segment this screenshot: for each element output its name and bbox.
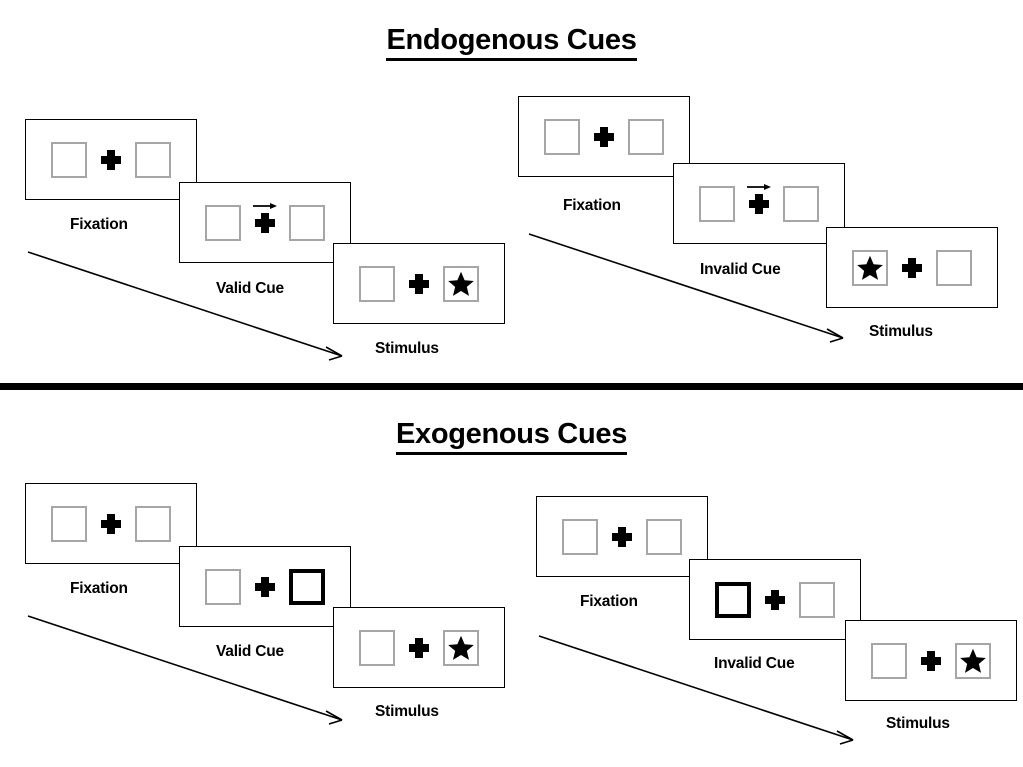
trial-frame-exogenous-invalid-fixation: [536, 496, 708, 577]
caption-endogenous-invalid-stimulus: Stimulus: [869, 323, 933, 340]
caption-endogenous-valid-stimulus: Stimulus: [375, 340, 439, 357]
fixation-cross-icon: [255, 212, 275, 233]
trial-frame-exogenous-valid-stimulus: [333, 607, 505, 688]
caption-exogenous-invalid-fixation: Fixation: [580, 593, 638, 610]
target-box-right: [443, 265, 479, 302]
trial-frame-exogenous-invalid-cue: [689, 559, 861, 640]
caption-exogenous-invalid-stimulus: Stimulus: [886, 715, 950, 732]
placeholder-box-right: [936, 249, 972, 286]
fixation-cross-wrap: [747, 183, 771, 214]
section-title-endogenous-text: Endogenous Cues: [386, 26, 637, 61]
fixation-cross-icon: [594, 126, 614, 147]
fixation-cross-icon: [902, 257, 922, 278]
flow-arrow-endogenous-valid: [26, 248, 356, 366]
trial-frame-exogenous-valid-cue: [179, 546, 351, 627]
placeholder-box-left: [205, 568, 241, 605]
cue-highlight-box-left: [715, 581, 751, 618]
placeholder-box-right: [628, 118, 664, 155]
fixation-cross-icon: [101, 513, 121, 534]
caption-endogenous-valid-cue: Valid Cue: [216, 280, 284, 297]
fixation-cross-icon: [921, 650, 941, 671]
trial-frame-endogenous-invalid-fixation: [518, 96, 690, 177]
placeholder-box-left: [699, 185, 735, 222]
cue-arrow-right-icon: [746, 179, 772, 190]
flow-arrow-exogenous-valid: [26, 612, 356, 730]
fixation-cross-icon: [101, 149, 121, 170]
caption-exogenous-invalid-cue: Invalid Cue: [714, 655, 795, 672]
star-target-icon: [448, 271, 474, 296]
placeholder-box-right: [135, 141, 171, 178]
fixation-cross-icon: [255, 576, 275, 597]
caption-endogenous-invalid-cue: Invalid Cue: [700, 261, 781, 278]
target-box-left: [852, 249, 888, 286]
placeholder-box-left: [51, 505, 87, 542]
fixation-cross-icon: [765, 589, 785, 610]
cue-arrow-right-icon: [252, 198, 278, 209]
flow-arrow-exogenous-invalid: [537, 632, 867, 750]
fixation-cross-wrap: [409, 637, 429, 658]
fixation-cross-wrap: [409, 273, 429, 294]
caption-endogenous-invalid-fixation: Fixation: [563, 197, 621, 214]
target-box-right: [443, 629, 479, 666]
placeholder-box-left: [562, 518, 598, 555]
caption-exogenous-valid-stimulus: Stimulus: [375, 703, 439, 720]
fixation-cross-wrap: [255, 576, 275, 597]
fixation-cross-wrap: [101, 149, 121, 170]
star-target-icon: [857, 255, 883, 280]
fixation-cross-icon: [749, 193, 769, 214]
fixation-cross-wrap: [765, 589, 785, 610]
fixation-cross-wrap: [902, 257, 922, 278]
trial-frame-endogenous-invalid-cue: [673, 163, 845, 244]
fixation-cross-wrap: [921, 650, 941, 671]
placeholder-box-left: [871, 642, 907, 679]
fixation-cross-wrap: [612, 526, 632, 547]
placeholder-box-left: [359, 629, 395, 666]
section-title-exogenous-text: Exogenous Cues: [395, 420, 627, 455]
trial-frame-endogenous-valid-stimulus: [333, 243, 505, 324]
fixation-cross-wrap: [253, 202, 277, 233]
trial-frame-exogenous-valid-fixation: [25, 483, 197, 564]
placeholder-box-right: [289, 204, 325, 241]
section-title-exogenous: Exogenous Cues: [0, 420, 1023, 455]
placeholder-box-right: [135, 505, 171, 542]
section-title-endogenous: Endogenous Cues: [0, 26, 1023, 61]
caption-endogenous-valid-fixation: Fixation: [70, 216, 128, 233]
flow-arrow-endogenous-invalid: [527, 230, 857, 348]
fixation-cross-wrap: [101, 513, 121, 534]
caption-exogenous-valid-fixation: Fixation: [70, 580, 128, 597]
target-box-right: [955, 642, 991, 679]
placeholder-box-right: [799, 581, 835, 618]
placeholder-box-left: [51, 141, 87, 178]
caption-exogenous-valid-cue: Valid Cue: [216, 643, 284, 660]
fixation-cross-wrap: [594, 126, 614, 147]
fixation-cross-icon: [612, 526, 632, 547]
trial-frame-exogenous-invalid-stimulus: [845, 620, 1017, 701]
star-target-icon: [448, 635, 474, 660]
fixation-cross-icon: [409, 273, 429, 294]
placeholder-box-left: [544, 118, 580, 155]
placeholder-box-left: [359, 265, 395, 302]
placeholder-box-left: [205, 204, 241, 241]
trial-frame-endogenous-valid-cue: [179, 182, 351, 263]
trial-frame-endogenous-valid-fixation: [25, 119, 197, 200]
cue-highlight-box-right: [289, 568, 325, 605]
section-divider: [0, 383, 1023, 390]
placeholder-box-right: [646, 518, 682, 555]
placeholder-box-right: [783, 185, 819, 222]
star-target-icon: [960, 648, 986, 673]
trial-frame-endogenous-invalid-stimulus: [826, 227, 998, 308]
fixation-cross-icon: [409, 637, 429, 658]
